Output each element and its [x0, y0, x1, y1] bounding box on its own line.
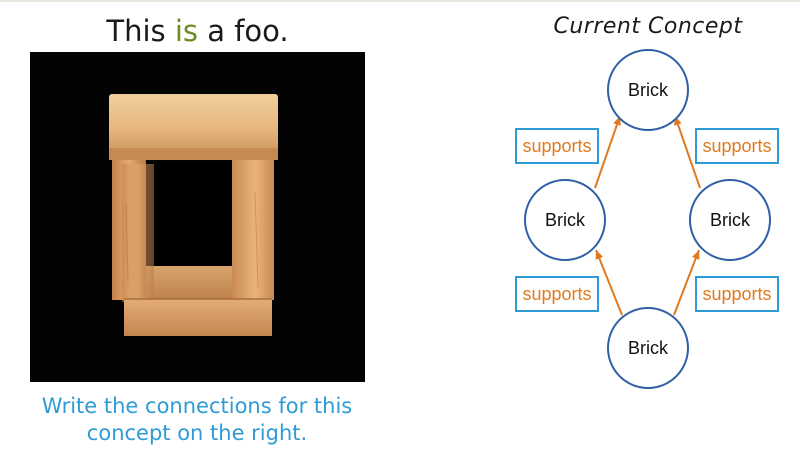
- wooden-blocks-image: [30, 52, 365, 382]
- concept-diagram: Brick Brick Brick Brick supports support…: [515, 49, 779, 389]
- svg-text:supports: supports: [522, 136, 591, 156]
- node-left: Brick: [524, 179, 606, 261]
- node-right: Brick: [689, 179, 771, 261]
- svg-text:supports: supports: [702, 136, 771, 156]
- edge-label-right-lower: supports: [695, 276, 779, 312]
- svg-text:supports: supports: [522, 284, 591, 304]
- title-highlight: is: [174, 14, 199, 48]
- node-top-label: Brick: [628, 80, 669, 100]
- arrow-right-to-top: [674, 115, 701, 189]
- title-part-1: This: [106, 14, 175, 48]
- arrow-bottom-to-left: [595, 249, 623, 316]
- instruction-line-1: Write the connections for this: [41, 394, 353, 418]
- edge-label-left-lower: supports: [515, 276, 599, 312]
- node-left-label: Brick: [545, 210, 586, 230]
- arrow-left-to-top: [594, 115, 621, 189]
- node-top: Brick: [607, 49, 689, 131]
- node-bottom-label: Brick: [628, 338, 669, 358]
- brick-arch-photo: [30, 52, 365, 382]
- slide-title: This is a foo.: [30, 14, 365, 48]
- edge-label-right-upper: supports: [695, 128, 779, 164]
- title-part-2: a foo.: [198, 14, 289, 48]
- top-divider: [0, 0, 800, 2]
- instruction-line-2: concept on the right.: [86, 421, 308, 445]
- node-right-label: Brick: [710, 210, 751, 230]
- instruction-text: Write the connections for this concept o…: [14, 393, 380, 447]
- diagram-title: Current Concept: [553, 14, 743, 39]
- svg-text:supports: supports: [702, 284, 771, 304]
- arrow-bottom-to-right: [673, 249, 700, 316]
- edge-label-left-upper: supports: [515, 128, 599, 164]
- node-bottom: Brick: [607, 307, 689, 389]
